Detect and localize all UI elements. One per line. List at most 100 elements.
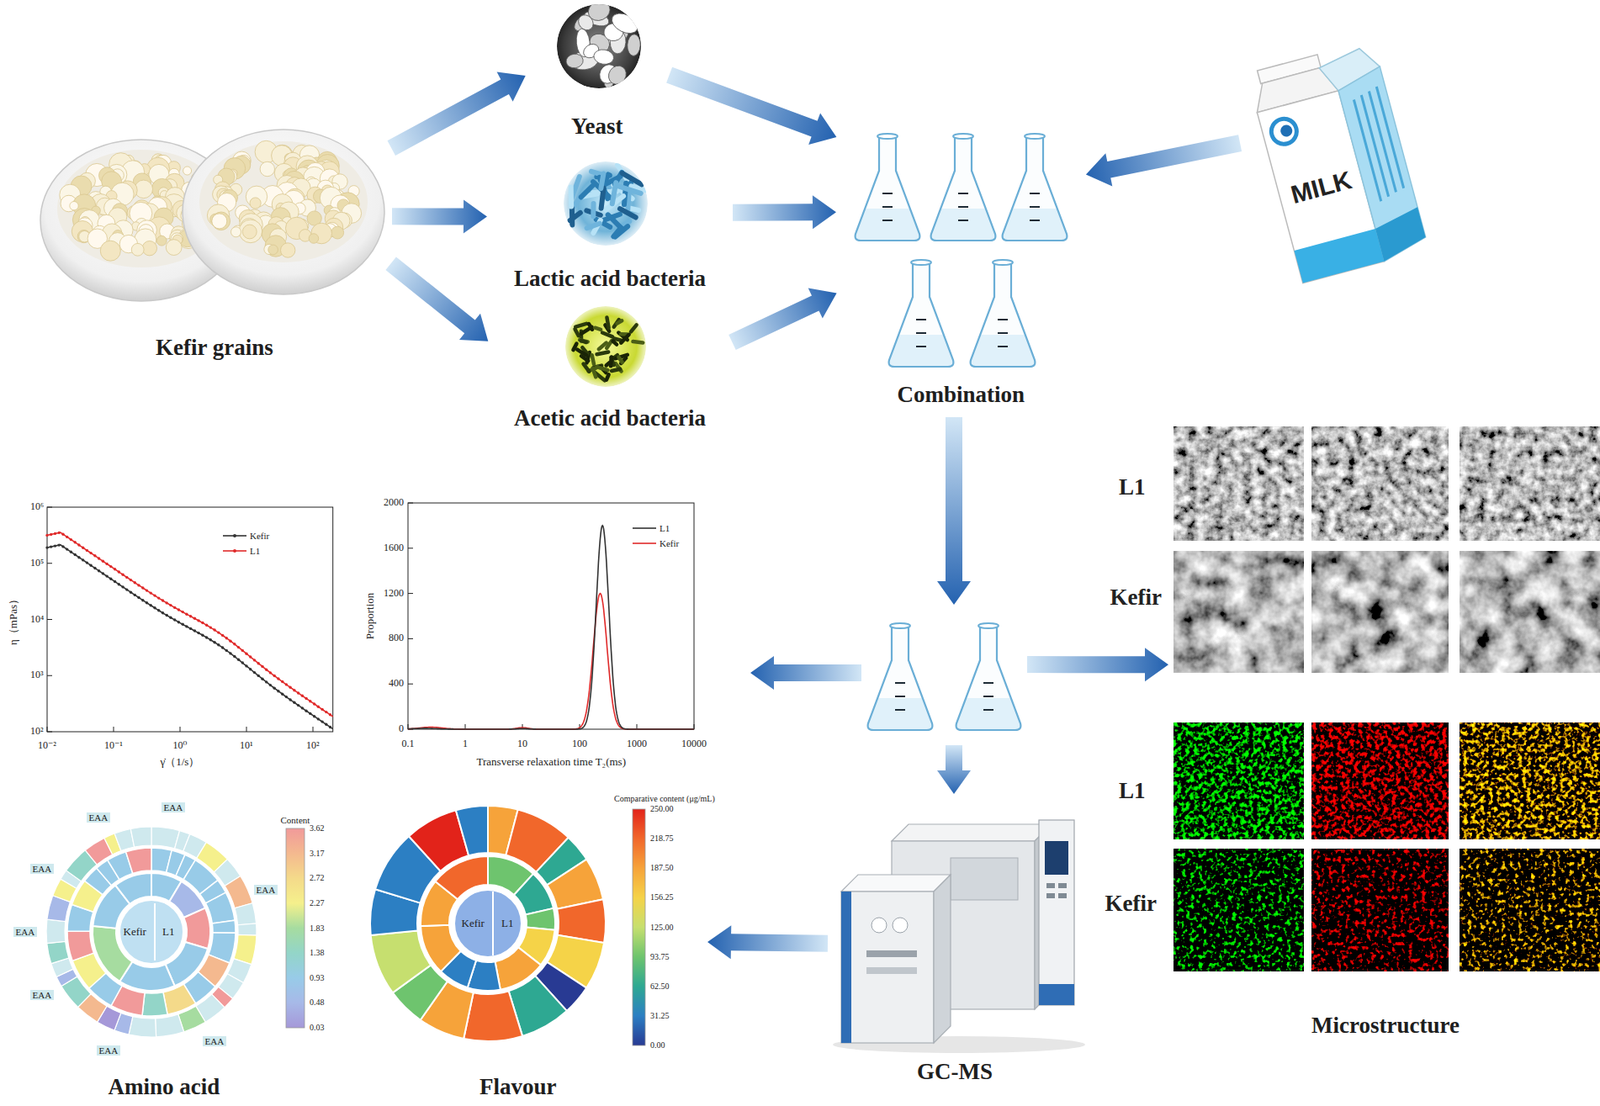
flavour-sunburst-part xyxy=(492,891,494,956)
color-scale-bar xyxy=(286,828,305,1028)
viscosity-chart-part xyxy=(209,638,212,642)
viscosity-chart-part xyxy=(77,543,80,546)
viscosity-chart-part xyxy=(133,593,137,597)
gc-ms-instrument-part xyxy=(950,858,1018,901)
relaxation-chart-part xyxy=(636,724,638,730)
flavour-sunburst xyxy=(370,805,606,1042)
legend-line-sample xyxy=(632,542,657,545)
bacteria-rod-part xyxy=(615,354,626,365)
kefir-grain-part xyxy=(331,226,345,239)
yeast-node: Yeast xyxy=(529,3,665,144)
amino-acid-sunburst-part xyxy=(142,992,168,1017)
microscopy-image-part xyxy=(1173,550,1304,673)
legend-text: L1 xyxy=(659,523,670,535)
scale-value: 0.48 xyxy=(309,997,325,1008)
viscosity-chart-part xyxy=(74,553,77,557)
product-flasks-part xyxy=(868,623,933,731)
microscopy-image-part xyxy=(1311,550,1449,673)
flow-arrow xyxy=(385,256,488,341)
viscosity-chart-part xyxy=(217,643,220,647)
viscosity-chart-part xyxy=(328,725,332,729)
kefir-grain-part xyxy=(100,240,121,261)
flow-arrow-to-charts xyxy=(750,656,862,690)
viscosity-chart-part xyxy=(260,665,264,668)
category-tag: EAA xyxy=(13,927,38,938)
axis-tick: 10⁵ xyxy=(30,557,44,570)
viscosity-chart-part xyxy=(177,608,181,611)
legend-line-sample xyxy=(632,527,657,530)
relaxation-chart xyxy=(407,503,695,730)
node-label: Lactic acid bacteria xyxy=(513,265,706,292)
milk-carton-drawing-part xyxy=(1335,66,1429,262)
kefir-grain-part xyxy=(131,243,144,256)
viscosity-chart-part xyxy=(81,546,85,550)
viscosity-chart-part xyxy=(180,726,181,732)
bacteria-rod-part xyxy=(590,201,596,219)
bacteria-rod-part xyxy=(628,322,640,334)
milk-carton-drawing-part xyxy=(1268,116,1300,148)
viscosity-chart-part xyxy=(47,507,53,509)
node-label: Yeast xyxy=(571,113,624,140)
axis-tick: 0 xyxy=(398,723,404,736)
bacteria-rod-part xyxy=(609,338,620,347)
axis-tick: 10 xyxy=(517,738,528,751)
viscosity-chart xyxy=(45,507,333,732)
gc-ms-instrument-part xyxy=(891,824,1052,842)
node-label: Combination xyxy=(897,381,1026,408)
relaxation-chart-part xyxy=(407,593,414,594)
kefir-grains-node: Kefir grains xyxy=(42,126,387,371)
milk-carton-drawing-part xyxy=(1351,86,1405,202)
viscosity-chart-part xyxy=(209,625,212,629)
viscosity-chart-part xyxy=(47,507,334,732)
viscosity-chart-part xyxy=(233,642,236,646)
flavour-chart: Flavour xyxy=(370,790,703,1102)
viscosity-chart-part xyxy=(169,616,172,620)
viscosity-chart-part xyxy=(113,726,115,732)
viscosity-chart-part xyxy=(280,680,284,684)
relaxation-chart-part xyxy=(407,547,414,549)
viscosity-chart-part xyxy=(317,717,320,721)
viscosity-chart-part xyxy=(173,606,176,610)
viscosity-chart-part xyxy=(153,606,156,610)
viscosity-chart-part xyxy=(141,598,144,602)
viscosity-chart-part xyxy=(65,547,69,551)
viscosity-chart-part xyxy=(228,640,232,643)
viscosity-chart-part xyxy=(221,646,224,649)
viscosity-chart-part xyxy=(196,619,200,622)
viscosity-chart-part xyxy=(61,533,64,536)
viscosity-chart-part xyxy=(304,697,308,700)
gc-ms-instrument-part xyxy=(1038,984,1075,1006)
bacteria-rod-part xyxy=(578,338,589,345)
product-flasks-part xyxy=(956,623,1022,731)
gc-ms-instrument-part xyxy=(871,917,887,933)
viscosity-chart-part xyxy=(93,566,96,570)
flow-arrow xyxy=(392,200,488,234)
bacteria-rod-part xyxy=(566,209,584,225)
relaxation-chart-part xyxy=(407,503,695,730)
legend-text: L1 xyxy=(249,545,260,557)
viscosity-chart-part xyxy=(276,689,280,693)
viscosity-chart-part xyxy=(196,631,200,635)
scale-value: 187.50 xyxy=(650,863,674,874)
yeast-cell-part xyxy=(593,47,615,66)
sample-label: L1 xyxy=(1118,474,1146,501)
viscosity-chart-part xyxy=(117,570,121,573)
scale-value: 62.50 xyxy=(650,981,670,992)
acetic-bacteria-micrograph xyxy=(565,306,647,387)
scale-value: 1.38 xyxy=(309,948,325,959)
viscosity-chart-part xyxy=(149,591,153,594)
viscosity-chart-part xyxy=(237,646,240,649)
gc-ms-instrument-part xyxy=(1046,883,1055,889)
axis-tick: 1000 xyxy=(626,738,647,751)
bacteria-rod-part xyxy=(578,324,595,337)
viscosity-chart-part xyxy=(129,591,133,594)
viscosity-chart-part xyxy=(97,556,101,560)
viscosity-chart-part xyxy=(101,560,105,563)
microscopy-image-part xyxy=(1173,848,1304,972)
viscosity-chart-part xyxy=(153,593,156,597)
amino-acid-sunburst-part xyxy=(238,923,257,936)
microscopy-image-part xyxy=(1311,722,1449,840)
viscosity-chart-part xyxy=(257,662,260,665)
acetic-bacteria-node: Acetic acid bacteria xyxy=(492,302,728,434)
gc-ms-instrument-part xyxy=(866,950,917,958)
